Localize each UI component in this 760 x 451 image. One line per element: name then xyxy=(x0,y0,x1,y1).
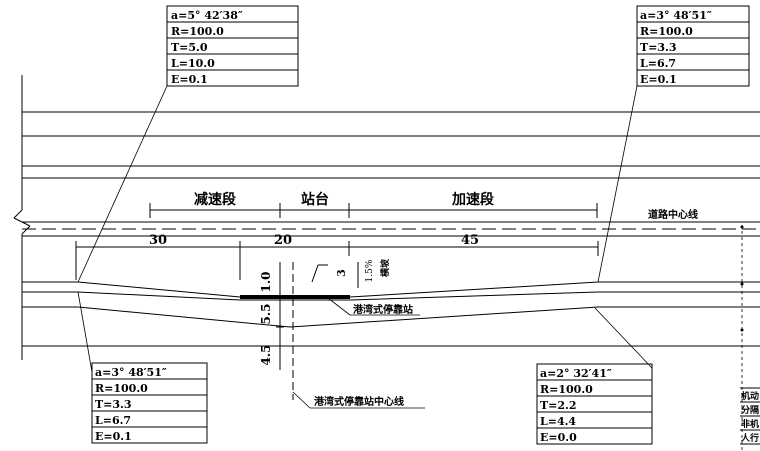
side-legend-item: 分隔 xyxy=(741,404,759,416)
dim-1-0: 1.0 xyxy=(259,272,273,293)
table2-row: a=3° 48′51″ xyxy=(640,9,712,22)
platform-length: 20 xyxy=(274,233,292,248)
dim-4-5: 4.5 xyxy=(259,345,273,366)
platform-hatch xyxy=(240,295,350,299)
table3-row: L=6.7 xyxy=(95,414,131,427)
table2-row: L=6.7 xyxy=(640,57,676,70)
slope-direction-label: 横坡 xyxy=(379,258,391,277)
table1-row: a=5° 42′38″ xyxy=(171,9,243,22)
leader-lines xyxy=(77,85,653,373)
table2-row: T=3.3 xyxy=(640,41,677,54)
slope-indicator xyxy=(311,262,359,288)
table2-row: R=100.0 xyxy=(640,25,693,38)
table2-row: E=0.1 xyxy=(640,73,677,86)
decel-segment-label: 减速段 xyxy=(194,191,236,208)
table1-row: L=10.0 xyxy=(171,57,215,70)
table1-row: T=5.0 xyxy=(171,41,208,54)
vertical-dimensions xyxy=(276,262,284,370)
curve-table-3: a=3° 48′51″ R=100.0 T=3.3 L=6.7 E=0.1 xyxy=(91,362,208,444)
slope-value: 1.5% xyxy=(365,259,375,282)
side-legend-item: 非机 xyxy=(741,418,759,430)
table3-row: E=0.1 xyxy=(95,430,132,443)
decel-length: 30 xyxy=(149,233,167,248)
table4-row: E=0.0 xyxy=(540,431,577,444)
curve-table-4: a=2° 32′41″ R=100.0 T=2.2 L=4.4 E=0.0 xyxy=(536,363,653,445)
accel-segment-label: 加速段 xyxy=(451,191,494,208)
length-dimension xyxy=(75,241,599,280)
road-centerline-label: 道路中心线 xyxy=(648,208,698,221)
table1-row: E=0.1 xyxy=(171,73,208,86)
bus-bay-inner-edge xyxy=(22,291,760,301)
table4-row: R=100.0 xyxy=(540,383,593,396)
upper-road-lines xyxy=(22,111,760,223)
table3-row: R=100.0 xyxy=(95,382,148,395)
platform-segment-label: 站台 xyxy=(301,191,329,208)
table3-row: a=3° 48′51″ xyxy=(95,366,167,379)
accel-length: 45 xyxy=(461,233,479,248)
lower-curb-line xyxy=(22,306,760,328)
table1-row: R=100.0 xyxy=(171,25,224,38)
bus-bay-centerline-label: 港湾式停靠站中心线 xyxy=(314,395,404,408)
table3-row: T=3.3 xyxy=(95,398,132,411)
side-legend-item: 机动 xyxy=(741,390,759,402)
dim-3: 3 xyxy=(335,269,348,277)
bus-bay-label: 港湾式停靠站 xyxy=(353,303,413,316)
side-legend: 机动 分隔 非机 人行 xyxy=(740,387,760,445)
table4-row: T=2.2 xyxy=(540,399,577,412)
curve-table-1: a=5° 42′38″ R=100.0 T=5.0 L=10.0 E=0.1 xyxy=(166,5,299,87)
table4-row: L=4.4 xyxy=(540,415,576,428)
side-legend-item: 人行 xyxy=(740,432,759,444)
left-break-line xyxy=(13,75,31,360)
segment-dimension xyxy=(149,203,598,218)
dim-5-5: 5.5 xyxy=(259,304,273,325)
table4-row: a=2° 32′41″ xyxy=(540,367,612,380)
curve-table-2: a=3° 48′51″ R=100.0 T=3.3 L=6.7 E=0.1 xyxy=(636,5,750,87)
